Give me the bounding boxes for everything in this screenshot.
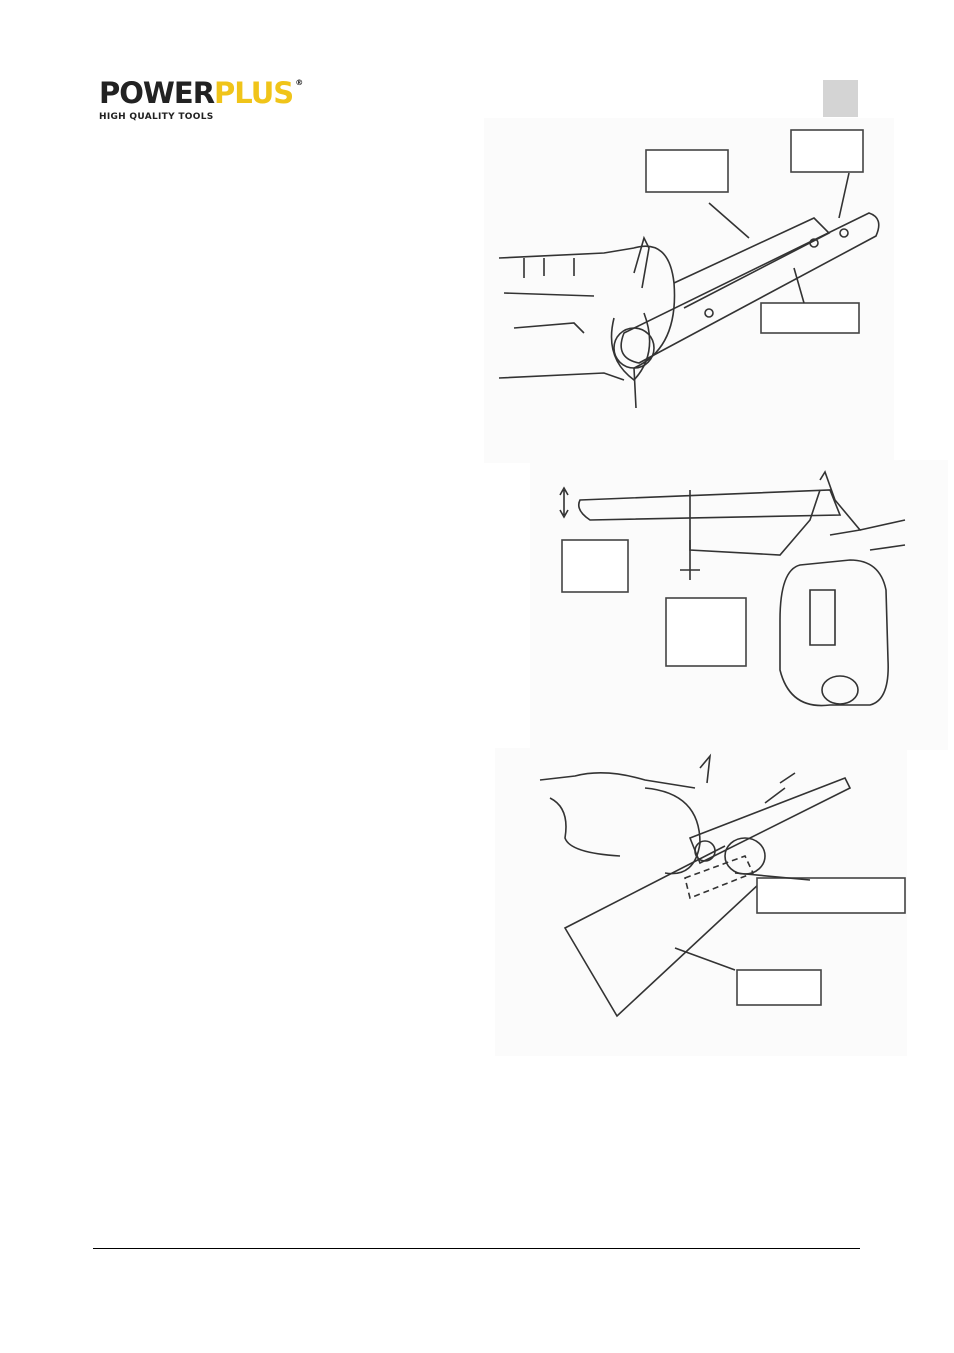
figure-belt-arm-angle	[495, 748, 907, 1056]
footer-divider	[93, 1248, 860, 1249]
figure-belt-tracking-adjustment	[530, 460, 948, 750]
page-number-tab	[823, 80, 858, 117]
figure-belt-arm-assembly	[484, 118, 894, 463]
logo-power: POWER	[99, 76, 215, 110]
logo-tagline: HIGH QUALITY TOOLS	[99, 112, 214, 122]
logo-plus: PLUS	[214, 76, 294, 110]
logo-registered: ®	[295, 78, 304, 87]
